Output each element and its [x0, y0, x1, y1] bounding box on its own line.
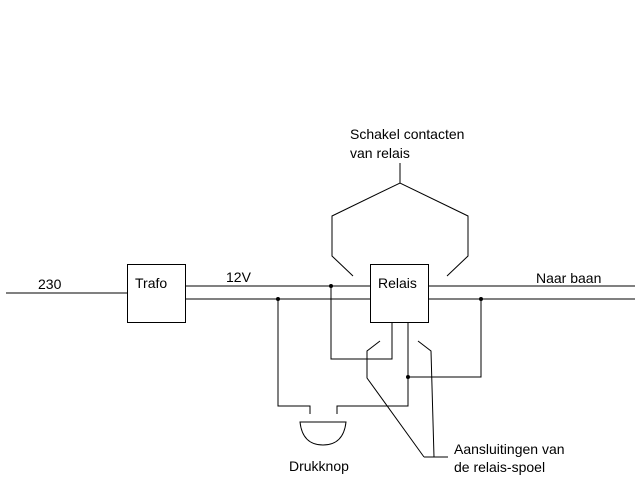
to-track-label: Naar baan	[536, 270, 602, 286]
wire-junction-to-track	[408, 299, 482, 378]
switch-contacts-label-line2: van relais	[350, 145, 410, 161]
wire-junction-to-coil-left	[330, 286, 393, 360]
junction-dot	[479, 297, 483, 301]
switch-contacts-label-line1: Schakel contacten	[350, 126, 465, 142]
coil-pointer-right	[417, 340, 435, 458]
switch-contact-bracket	[331, 182, 469, 277]
junction-dot	[276, 297, 280, 301]
transformer-box	[127, 264, 186, 323]
coil-connections-label-line1: Aansluitingen van	[454, 441, 565, 457]
transformer-label: Trafo	[135, 275, 168, 291]
relay-box	[370, 264, 429, 323]
coil-connections-label-line2: de relais-spoel	[454, 459, 546, 475]
junction-dot	[329, 284, 333, 288]
junction-dot	[406, 375, 410, 379]
coil-pointer-left	[366, 340, 425, 458]
pushbutton-symbol	[299, 421, 347, 446]
wire-to-pushbutton-right	[336, 322, 409, 414]
input-voltage-label: 230	[38, 276, 62, 292]
wire-to-pushbutton-left	[277, 299, 311, 414]
relay-label: Relais	[378, 275, 417, 291]
output-voltage-label: 12V	[226, 269, 251, 285]
pushbutton-label: Drukknop	[289, 458, 349, 474]
